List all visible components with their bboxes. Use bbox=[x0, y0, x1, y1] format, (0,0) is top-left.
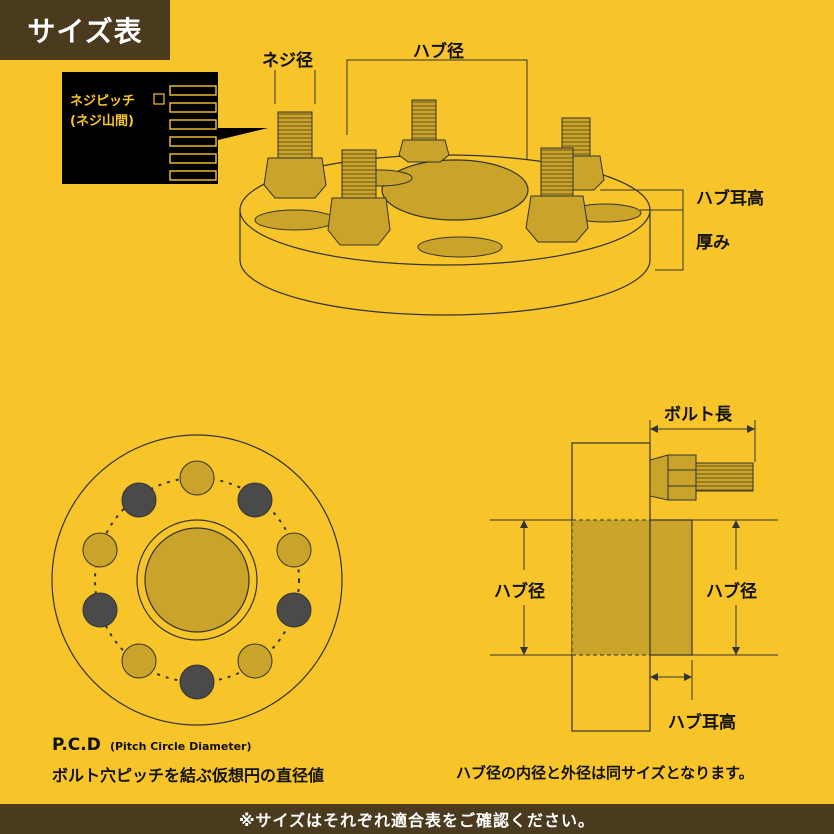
hub-diameter-left-label: ハブ径 bbox=[494, 582, 545, 602]
pcd-description: ボルト穴ピッチを結ぶ仮想円の直径値 bbox=[52, 766, 325, 785]
pcd-label: P.C.D bbox=[52, 735, 101, 755]
thread-pitch-zoom bbox=[153, 85, 217, 182]
bolt-length-label: ボルト長 bbox=[664, 405, 732, 425]
spacer-3d-illustration bbox=[218, 59, 684, 316]
thread-diameter-label: ネジ径 bbox=[262, 51, 313, 71]
side-view-illustration bbox=[490, 420, 778, 732]
hub-diameter-right-label: ハブ径 bbox=[706, 582, 757, 602]
hub-diameter-note: ハブ径の内径と外径は同サイズとなります。 bbox=[456, 764, 754, 782]
pcd-illustration bbox=[51, 434, 343, 726]
hub-diameter-top-label: ハブ径 bbox=[413, 42, 464, 62]
thread-pitch-label: ネジピッチ (ネジ山間) bbox=[70, 92, 135, 132]
thickness-label: 厚み bbox=[696, 233, 730, 253]
thread-pitch-line1: ネジピッチ bbox=[70, 94, 136, 109]
section-title: サイズ表 bbox=[0, 0, 170, 60]
hub-lip-height-top-label: ハブ耳高 bbox=[696, 189, 764, 209]
footer-note: ※サイズはそれぞれ適合表をご確認ください。 bbox=[0, 804, 834, 834]
thread-pitch-line2: (ネジ山間) bbox=[70, 114, 134, 129]
hub-lip-height-side-label: ハブ耳高 bbox=[668, 713, 736, 733]
thread-pitch-callout bbox=[62, 72, 218, 184]
pcd-label-full: (Pitch Circle Diameter) bbox=[109, 740, 252, 753]
pcd-title: P.C.D (Pitch Circle Diameter) bbox=[52, 735, 252, 755]
